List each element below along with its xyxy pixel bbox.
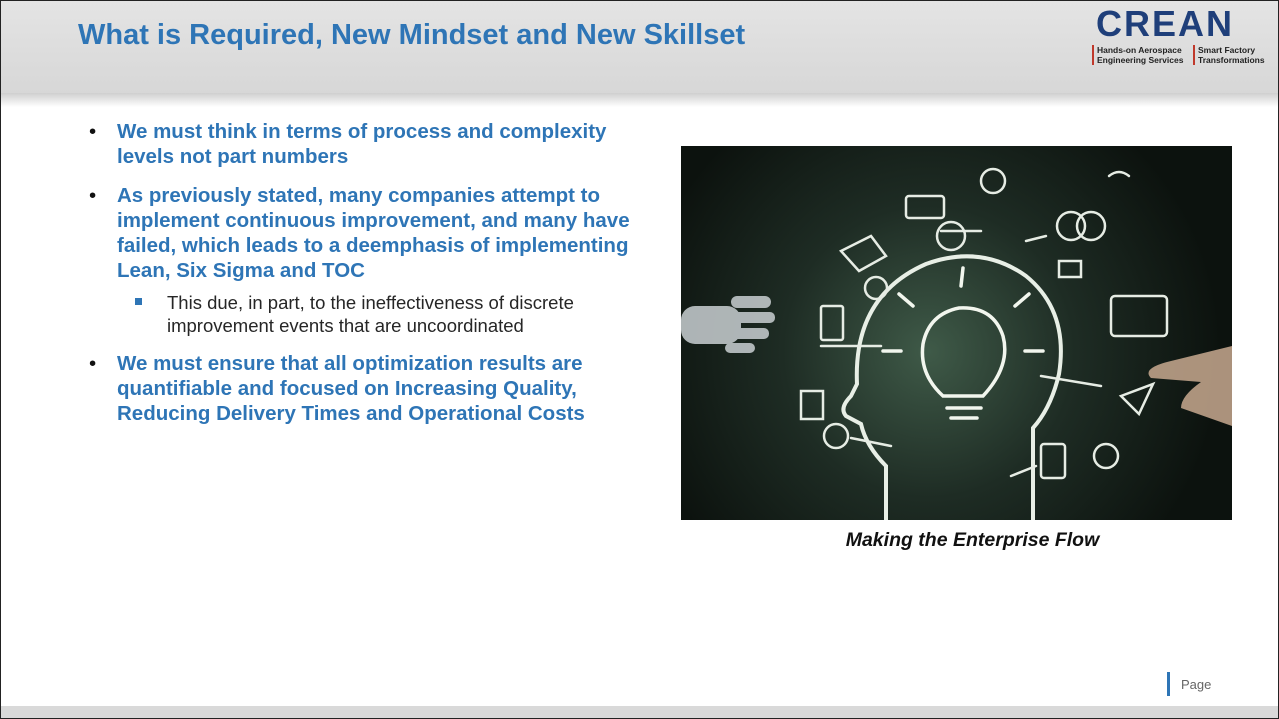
page-accent-bar xyxy=(1167,672,1170,696)
bullet-text: We must ensure that all optimization res… xyxy=(117,352,585,425)
lightbulb-icon xyxy=(881,266,1045,420)
wifi-icon xyxy=(1107,170,1131,178)
bullet-list: • We must think in terms of process and … xyxy=(89,119,649,440)
document-icon xyxy=(799,389,825,421)
logo-tagline-right: Smart Factory Transformations xyxy=(1193,45,1265,65)
phone-icon xyxy=(979,167,1007,195)
footer-bar xyxy=(1,706,1278,718)
team-icon xyxy=(1055,210,1087,242)
square-bullet-icon xyxy=(135,298,142,305)
bullet-text: We must think in terms of process and co… xyxy=(117,120,607,168)
checklist-icon xyxy=(819,304,845,342)
image-caption: Making the Enterprise Flow xyxy=(845,529,1100,551)
page-label: Page xyxy=(1181,677,1212,692)
chat-bubble-icon xyxy=(1109,294,1169,338)
calculator-icon xyxy=(1039,442,1067,480)
pie-chart-icon xyxy=(935,220,967,252)
crean-logo: CREAN Hands-on Aerospace Engineering Ser… xyxy=(1089,3,1278,69)
sub-bullet-text: This due, in part, to the ineffectivenes… xyxy=(167,292,574,336)
sub-bullet-item: This due, in part, to the ineffectivenes… xyxy=(135,291,649,337)
logo-wordmark: CREAN xyxy=(1096,3,1235,44)
head-outline-icon xyxy=(841,254,1063,520)
bullet-dot: • xyxy=(89,120,97,143)
logo-tagline-left: Hands-on Aerospace Engineering Services xyxy=(1092,45,1183,65)
title-bar-shadow xyxy=(1,93,1278,107)
mail-icon xyxy=(1057,259,1083,279)
handshake-icon xyxy=(838,234,888,273)
bullet-dot: • xyxy=(89,352,97,375)
business-icons xyxy=(799,167,1169,480)
bullet-item: • We must ensure that all optimization r… xyxy=(89,351,649,426)
robot-hand-icon xyxy=(681,296,775,353)
human-hand-icon xyxy=(1148,346,1232,426)
bullet-text: As previously stated, many companies att… xyxy=(117,184,630,282)
title-bar xyxy=(1,1,1278,93)
bullet-item: • We must think in terms of process and … xyxy=(89,119,649,169)
bar-chart-icon xyxy=(904,194,946,220)
money-icon xyxy=(1092,442,1120,470)
paper-plane-icon xyxy=(1118,381,1156,417)
slide-title: What is Required, New Mindset and New Sk… xyxy=(78,19,746,51)
bullet-dot: • xyxy=(89,184,97,207)
globe-icon xyxy=(863,275,889,301)
bullet-item: • As previously stated, many companies a… xyxy=(89,183,649,337)
lightbulb-head-illustration xyxy=(681,146,1232,520)
target-icon xyxy=(822,422,850,450)
